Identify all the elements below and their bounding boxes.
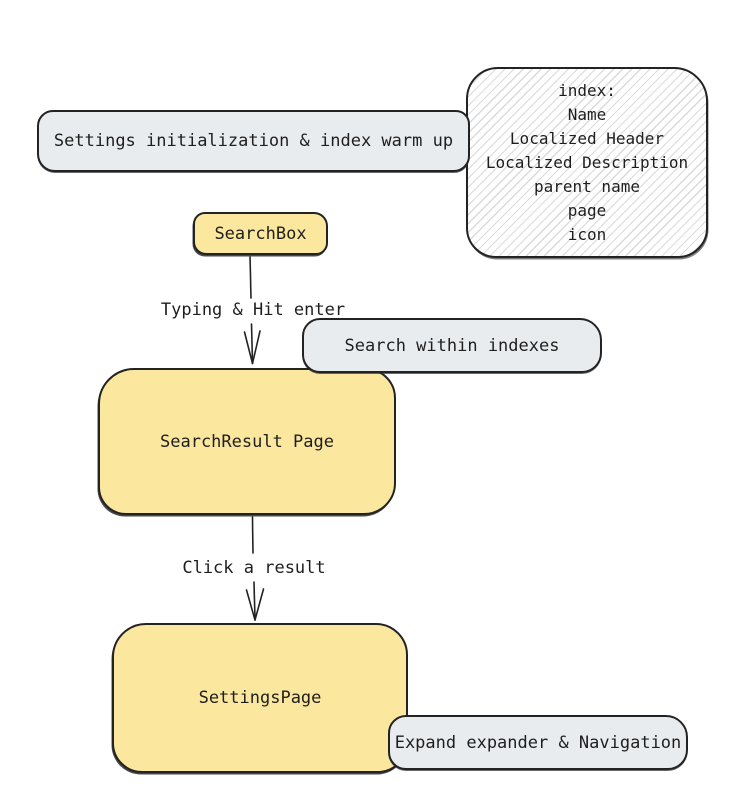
node-search-within-indexes: Search within indexes <box>302 318 602 373</box>
node-expand-navigation: Expand expander & Navigation <box>388 715 688 770</box>
node-searchbox: SearchBox <box>193 212 328 255</box>
node-searchresult-page: SearchResult Page <box>98 368 396 515</box>
index-line: Localized Description <box>485 152 689 172</box>
node-expand-navigation-label: Expand expander & Navigation <box>394 732 682 753</box>
node-searchresult-page-label: SearchResult Page <box>160 431 334 452</box>
index-line: page <box>567 200 607 220</box>
node-searchbox-label: SearchBox <box>214 223 307 244</box>
index-line: Localized Header <box>509 128 665 148</box>
node-settingspage-label: SettingsPage <box>198 688 322 708</box>
node-settings-init: Settings initialization & index warm up <box>37 110 470 172</box>
edge-click-label: Click a result <box>182 558 326 578</box>
edge-typing-label: Typing & Hit enter <box>160 300 346 320</box>
index-line: parent name <box>534 176 640 196</box>
index-line: index: <box>558 80 616 100</box>
index-line: Name <box>567 104 607 124</box>
index-line: icon <box>567 224 607 244</box>
node-index-fields: index: Name Localized Header Localized D… <box>466 67 708 258</box>
node-settingspage: SettingsPage <box>112 623 408 773</box>
node-search-within-indexes-label: Search within indexes <box>344 335 560 356</box>
node-settings-init-label: Settings initialization & index warm up <box>53 131 454 151</box>
index-fields-text: index: Name Localized Header Localized D… <box>486 79 688 247</box>
